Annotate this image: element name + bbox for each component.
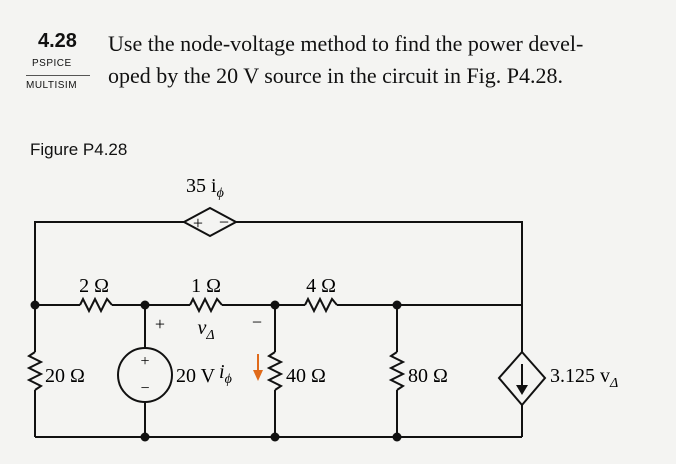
resistor-20ohm: [26, 351, 44, 391]
problem-text-line-1: Use the node-voltage method to find the …: [108, 31, 584, 56]
label-80ohm: 80 Ω: [408, 365, 448, 387]
label-i-phi: iϕ: [219, 361, 232, 387]
dep-source-minus: −: [219, 212, 229, 232]
resistor-1ohm: [189, 296, 223, 314]
circuit-nodes: [30, 300, 402, 442]
v-delta-plus: +: [155, 314, 165, 334]
dependent-voltage-source: + −: [181, 206, 239, 238]
multisim-tag: MULTISIM: [26, 80, 78, 91]
source-minus: −: [140, 380, 149, 397]
resistor-2ohm: [79, 296, 113, 314]
problem-text-line-2: oped by the 20 V source in the circuit i…: [108, 63, 564, 88]
resistor-4ohm: [304, 296, 338, 314]
problem-statement: Use the node-voltage method to find the …: [108, 28, 583, 92]
figure-label: Figure P4.28: [30, 140, 128, 159]
label-2ohm: 2 Ω: [79, 275, 109, 297]
pspice-tag: PSPICE: [32, 58, 72, 69]
problem-number: 4.28: [38, 30, 77, 52]
label-20v: 20 V: [176, 365, 216, 387]
dep-voltage-label: 35 iϕ: [186, 175, 224, 201]
resistor-80ohm: [388, 351, 406, 391]
dep-source-plus: +: [193, 213, 203, 233]
i-phi-arrow-icon: [253, 354, 263, 381]
label-40ohm: 40 Ω: [286, 365, 326, 387]
label-dep-current: 3.125 vΔ: [550, 365, 618, 391]
dependent-current-source: [497, 350, 547, 407]
tag-divider: [26, 75, 90, 76]
source-plus: +: [140, 353, 149, 370]
resistor-40ohm: [266, 351, 284, 391]
v-delta-label: vΔ: [197, 317, 214, 343]
voltage-source-20v: + −: [117, 347, 173, 403]
label-4ohm: 4 Ω: [306, 275, 336, 297]
label-20ohm: 20 Ω: [45, 365, 85, 387]
v-delta-minus: −: [252, 312, 262, 332]
label-1ohm: 1 Ω: [191, 275, 221, 297]
circuit-wires: [26, 221, 523, 438]
